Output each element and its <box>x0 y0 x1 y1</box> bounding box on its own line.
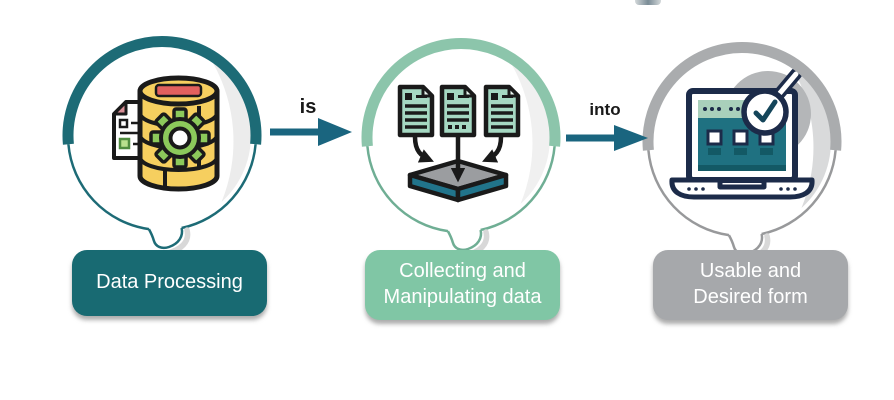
stage-label-collecting-manipulating: Collecting and Manipulating data <box>365 250 560 320</box>
document-icon <box>112 100 146 160</box>
ring-arc-thin-left <box>366 146 449 233</box>
ring-arc-thick <box>62 36 262 145</box>
inner-shadow-crescent <box>213 63 251 202</box>
ring-arc-thin-right <box>181 144 257 230</box>
arrow-right-icon <box>566 125 648 151</box>
bubble-tail <box>147 227 184 250</box>
ring-arc-thick <box>361 38 561 147</box>
stage-label-line: Data Processing <box>96 271 243 294</box>
laptop-check-icon <box>669 68 815 200</box>
stage-label-data-processing: Data Processing <box>72 250 267 316</box>
stage-label-line: Collecting and <box>399 260 526 283</box>
bubble-tail <box>446 229 483 252</box>
documents-merge-icon <box>397 84 521 203</box>
inner-shadow-crescent <box>512 65 550 204</box>
magnifier-check-icon <box>741 68 802 136</box>
merge-arrows-icon <box>412 136 504 183</box>
stage-label-line: Desired form <box>693 286 808 308</box>
stage-label-line: Manipulating data <box>383 286 542 308</box>
arrow-right-icon <box>270 118 352 146</box>
stage-label-usable-desired: Usable and Desired form <box>653 250 848 320</box>
database-gear-icon <box>112 75 220 192</box>
stage-bubble-data-processing <box>62 36 262 257</box>
ring-arc-thick <box>642 42 842 151</box>
check-icon <box>753 99 778 123</box>
ring-arc-thin-left <box>67 144 150 231</box>
ring-arc-thin-left <box>647 150 730 237</box>
gear-icon <box>149 107 211 169</box>
connector-label-is: is <box>299 96 317 118</box>
ring-arc-thin-right <box>761 150 837 236</box>
cropped-artifact <box>635 0 661 5</box>
documents-icon <box>397 84 521 138</box>
connector-label-into: into <box>589 100 621 119</box>
inner-shadow-crescent <box>793 69 831 208</box>
stage-bubble-collecting <box>361 38 561 259</box>
ring-arc-thin-right <box>480 146 556 232</box>
stage-label-line: Usable and <box>699 260 802 283</box>
stage-bubble-usable <box>642 42 842 263</box>
